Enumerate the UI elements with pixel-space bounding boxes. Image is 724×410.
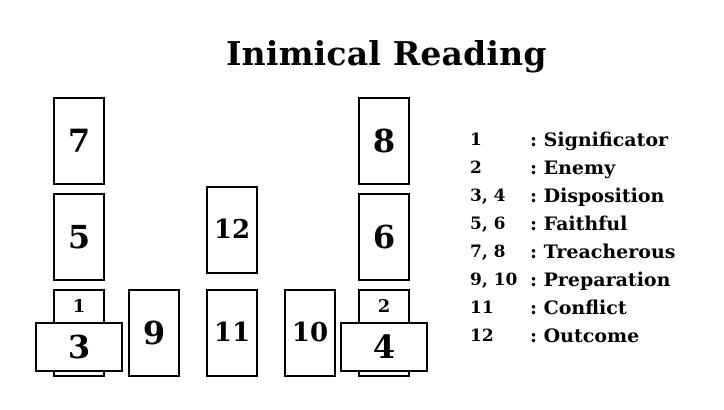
legend-label: : Enemy — [530, 157, 616, 179]
page-title: Inimical Reading — [226, 34, 547, 73]
legend-row: 3, 4 : Disposition — [470, 182, 664, 210]
card-9: 9 — [128, 289, 180, 377]
card-11-number: 11 — [213, 318, 251, 348]
card-3-number: 3 — [67, 328, 91, 366]
card-4-number: 4 — [372, 328, 396, 366]
card-3: 3 — [35, 322, 123, 372]
card-7: 7 — [53, 97, 105, 185]
legend-number: 11 — [470, 298, 494, 318]
legend-label: : Preparation — [530, 269, 671, 291]
legend-row: 7, 8 : Treacherous — [470, 238, 675, 266]
legend-row: 9, 10 : Preparation — [470, 266, 670, 294]
card-7-number: 7 — [67, 122, 91, 160]
legend-number: 1 — [470, 130, 482, 150]
card-10-number: 10 — [291, 318, 329, 348]
legend-row: 5, 6 : Faithful — [470, 210, 627, 238]
legend-label: : Significator — [530, 129, 669, 151]
card-9-number: 9 — [142, 314, 166, 352]
legend-row: 12 : Outcome — [470, 322, 639, 350]
legend-row: 11 : Conflict — [470, 294, 627, 322]
card-2-number: 2 — [377, 296, 391, 317]
card-4: 4 — [340, 322, 428, 372]
legend-label: : Conflict — [530, 297, 627, 319]
legend-label: : Treacherous — [530, 241, 676, 263]
card-10: 10 — [284, 289, 336, 377]
legend-number: 7, 8 — [470, 242, 506, 262]
legend-number: 2 — [470, 158, 482, 178]
legend-number: 9, 10 — [470, 270, 518, 290]
legend-label: : Outcome — [530, 325, 640, 347]
card-8: 8 — [358, 97, 410, 185]
legend-number: 3, 4 — [470, 186, 506, 206]
legend-row: 1 : Significator — [470, 126, 668, 154]
card-5: 5 — [53, 193, 105, 281]
card-12-number: 12 — [213, 215, 251, 245]
legend-label: : Disposition — [530, 185, 665, 207]
legend-label: : Faithful — [530, 213, 628, 235]
legend-number: 5, 6 — [470, 214, 506, 234]
legend-row: 2 : Enemy — [470, 154, 615, 182]
card-6: 6 — [358, 193, 410, 281]
card-5-number: 5 — [67, 218, 91, 256]
card-8-number: 8 — [372, 122, 396, 160]
card-12: 12 — [206, 186, 258, 274]
card-11: 11 — [206, 289, 258, 377]
card-1-number: 1 — [72, 296, 86, 317]
legend-number: 12 — [470, 326, 494, 346]
card-6-number: 6 — [372, 218, 396, 256]
